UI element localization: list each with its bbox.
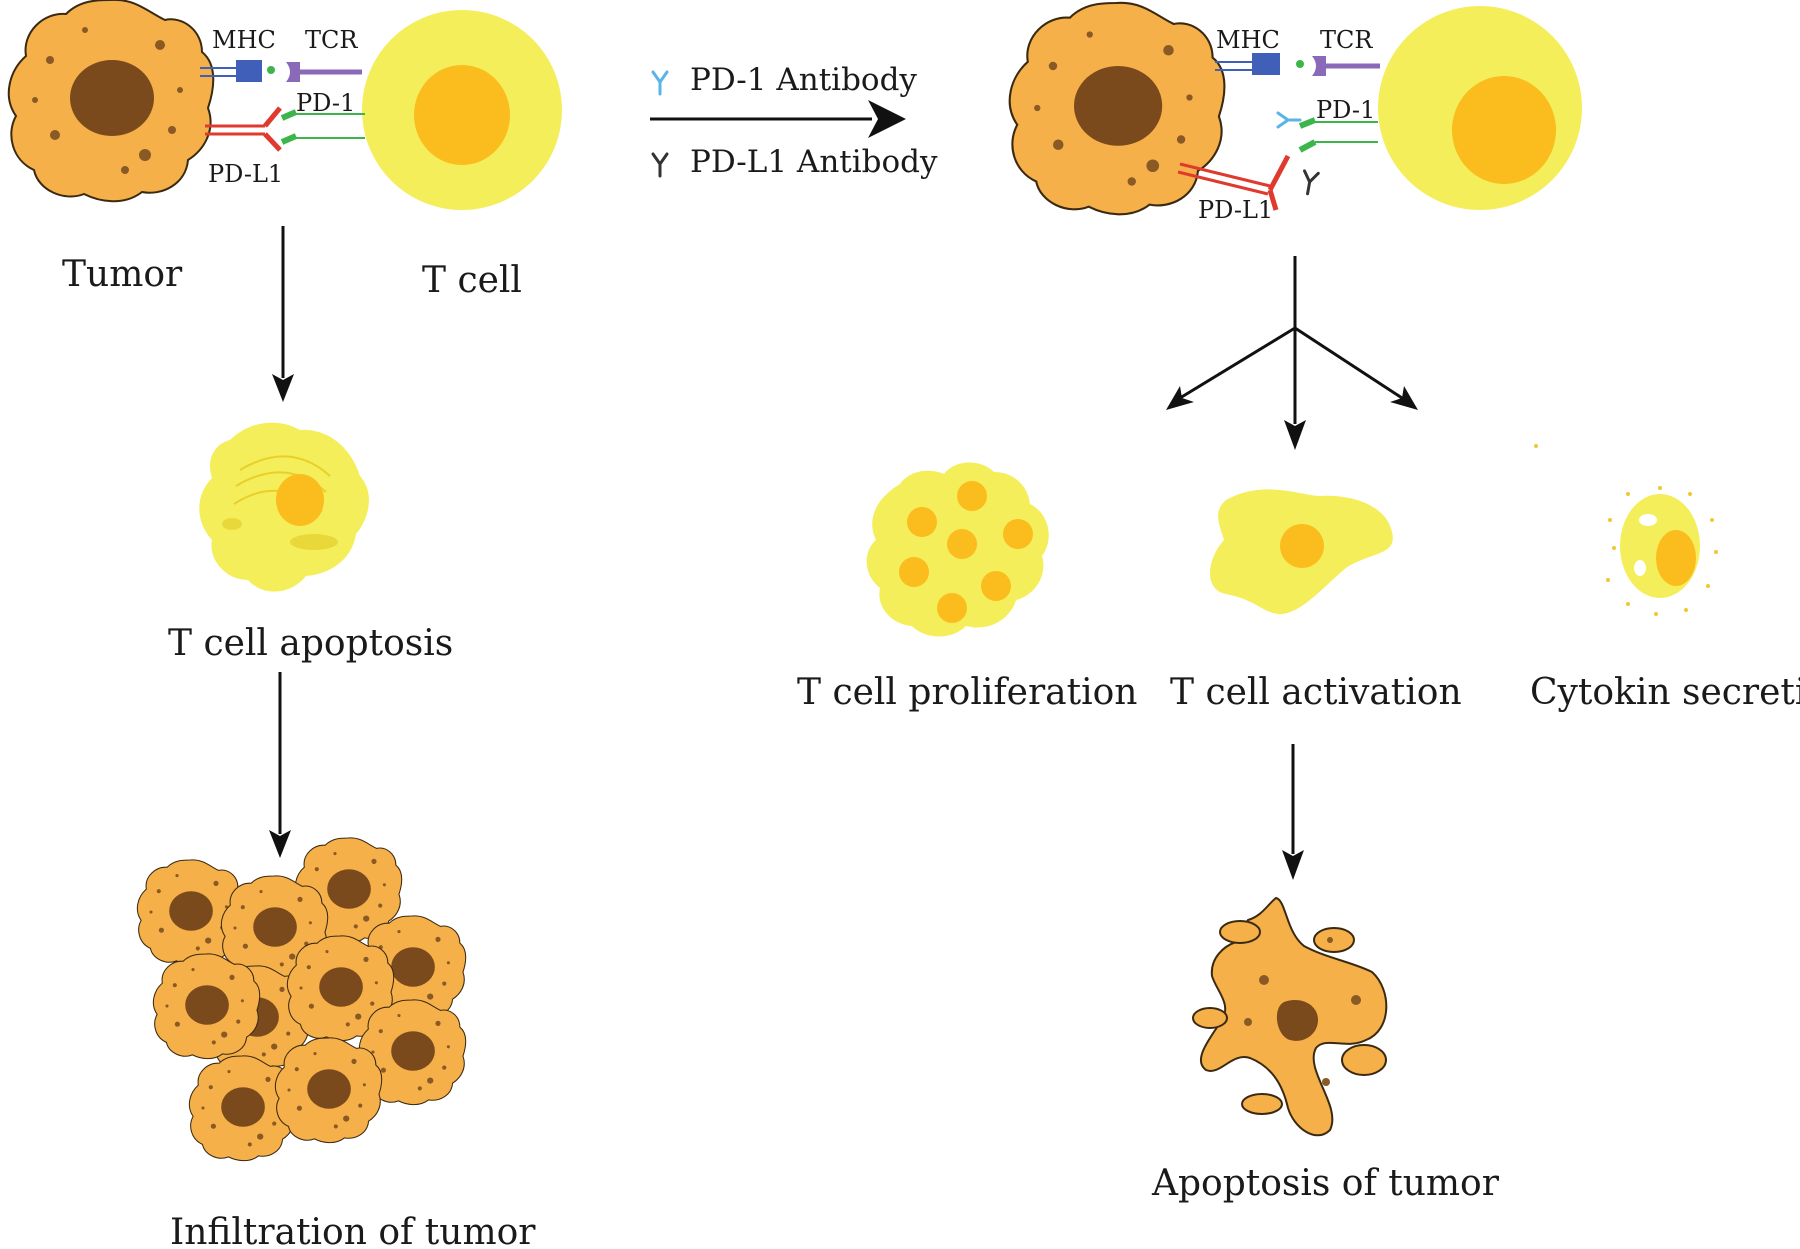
left-tcr-label: TCR	[305, 26, 358, 54]
right-mhc-label: MHC	[1216, 26, 1280, 54]
tcell-apoptosis-label: T cell apoptosis	[168, 623, 453, 664]
apoptotic-tumor	[1192, 896, 1388, 1137]
left-tcell-label: T cell	[422, 260, 522, 301]
right-t-cell	[1378, 6, 1582, 210]
pd1-antibody-label: PD-1 Antibody	[690, 62, 917, 98]
right-pd1-blocked	[1276, 111, 1378, 153]
pdl1-antibody-icon	[651, 152, 669, 178]
left-pathway: T cell apoptosis Infiltration of tumor	[137, 226, 536, 1249]
left-tumor-cell	[9, 0, 213, 201]
apoptotic-t-cell	[199, 422, 369, 592]
right-tcr-label: TCR	[1320, 26, 1373, 54]
right-bound-pdl1-antibody	[1299, 169, 1320, 197]
cytokine-secreting-t-cell	[1534, 444, 1718, 616]
activated-t-cell	[1210, 489, 1393, 615]
infiltration-label: Infiltration of tumor	[170, 1212, 536, 1249]
arrow-to-cytokine	[1294, 326, 1403, 400]
activation-label: T cell activation	[1170, 672, 1462, 713]
proliferating-t-cells	[866, 462, 1049, 637]
right-interaction: MHC TCR PD-1 PD-L1	[1010, 3, 1582, 224]
left-interaction: MHC TCR PD-1 PD-L1 Tumor T cell	[9, 0, 562, 301]
cytokine-label: Cytokin secretion	[1530, 672, 1800, 713]
antibody-treatment-arrow: PD-1 Antibody PD-L1 Antibody	[650, 62, 938, 180]
left-mhc-label: MHC	[212, 26, 276, 54]
tumor-apoptosis-label: Apoptosis of tumor	[1151, 1163, 1500, 1204]
right-pdl1-blocked	[1177, 154, 1320, 211]
right-mhc-tcr-complex	[1215, 53, 1380, 76]
pd1-antibody-icon	[651, 70, 669, 96]
left-tumor-label: Tumor	[62, 254, 183, 295]
left-pdl1-pd1-complex	[205, 106, 365, 152]
right-tumor-cell	[1010, 3, 1225, 215]
proliferation-label: T cell proliferation	[797, 672, 1138, 713]
left-t-cell	[362, 10, 562, 210]
right-pathway: T cell proliferation T cell activation C…	[797, 256, 1800, 1204]
pdl1-antibody-label: PD-L1 Antibody	[690, 144, 938, 180]
arrow-to-proliferation	[1179, 326, 1296, 400]
tumor-cluster	[137, 838, 465, 1161]
right-bound-pd1-antibody	[1276, 111, 1302, 129]
right-pdl1-label: PD-L1	[1198, 196, 1273, 224]
left-pdl1-label: PD-L1	[208, 160, 283, 188]
left-mhc-tcr-complex	[200, 60, 362, 82]
left-pd1-label: PD-1	[296, 89, 355, 117]
right-pd1-label: PD-1	[1316, 96, 1375, 124]
